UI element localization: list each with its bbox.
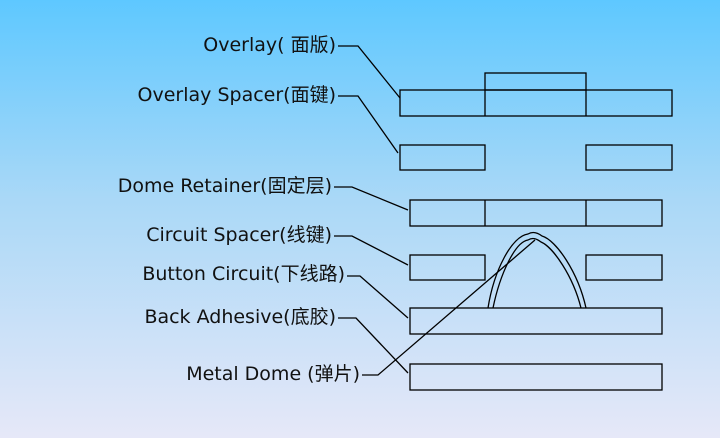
leader-circuit-spacer bbox=[334, 235, 409, 266]
layer-back-adhesive bbox=[409, 307, 663, 335]
leader-dome-retainer bbox=[334, 186, 409, 211]
leader-back-adhesive bbox=[338, 317, 409, 374]
leader-overlay-spacer bbox=[338, 95, 399, 154]
label-button-circuit: Button Circuit(下线路) bbox=[142, 263, 345, 285]
metal-dome-outer bbox=[487, 231, 587, 309]
leader-metal-dome bbox=[362, 239, 536, 376]
layer-overlay bbox=[399, 89, 673, 117]
layer-bottom bbox=[409, 363, 663, 391]
label-dome-retainer: Dome Retainer(固定层) bbox=[118, 175, 332, 197]
layer-overlay-raised bbox=[484, 72, 587, 91]
metal-dome-inner bbox=[492, 237, 582, 309]
label-overlay-spacer: Overlay Spacer(面键) bbox=[138, 84, 336, 106]
layer-overlay-spacer-left bbox=[399, 144, 486, 171]
label-circuit-spacer: Circuit Spacer(线键) bbox=[146, 224, 332, 246]
label-metal-dome: Metal Dome (弹片) bbox=[186, 363, 360, 385]
layer-circuit-spacer-left bbox=[409, 254, 486, 281]
label-back-adhesive: Back Adhesive(底胶) bbox=[144, 306, 336, 328]
label-overlay: Overlay( 面版) bbox=[203, 34, 336, 56]
layer-overlay-spacer-right bbox=[585, 144, 673, 171]
layer-circuit-spacer-right bbox=[585, 254, 663, 281]
leader-button-circuit bbox=[347, 275, 409, 319]
leader-overlay bbox=[338, 45, 401, 99]
layer-dome-retainer bbox=[409, 199, 663, 227]
